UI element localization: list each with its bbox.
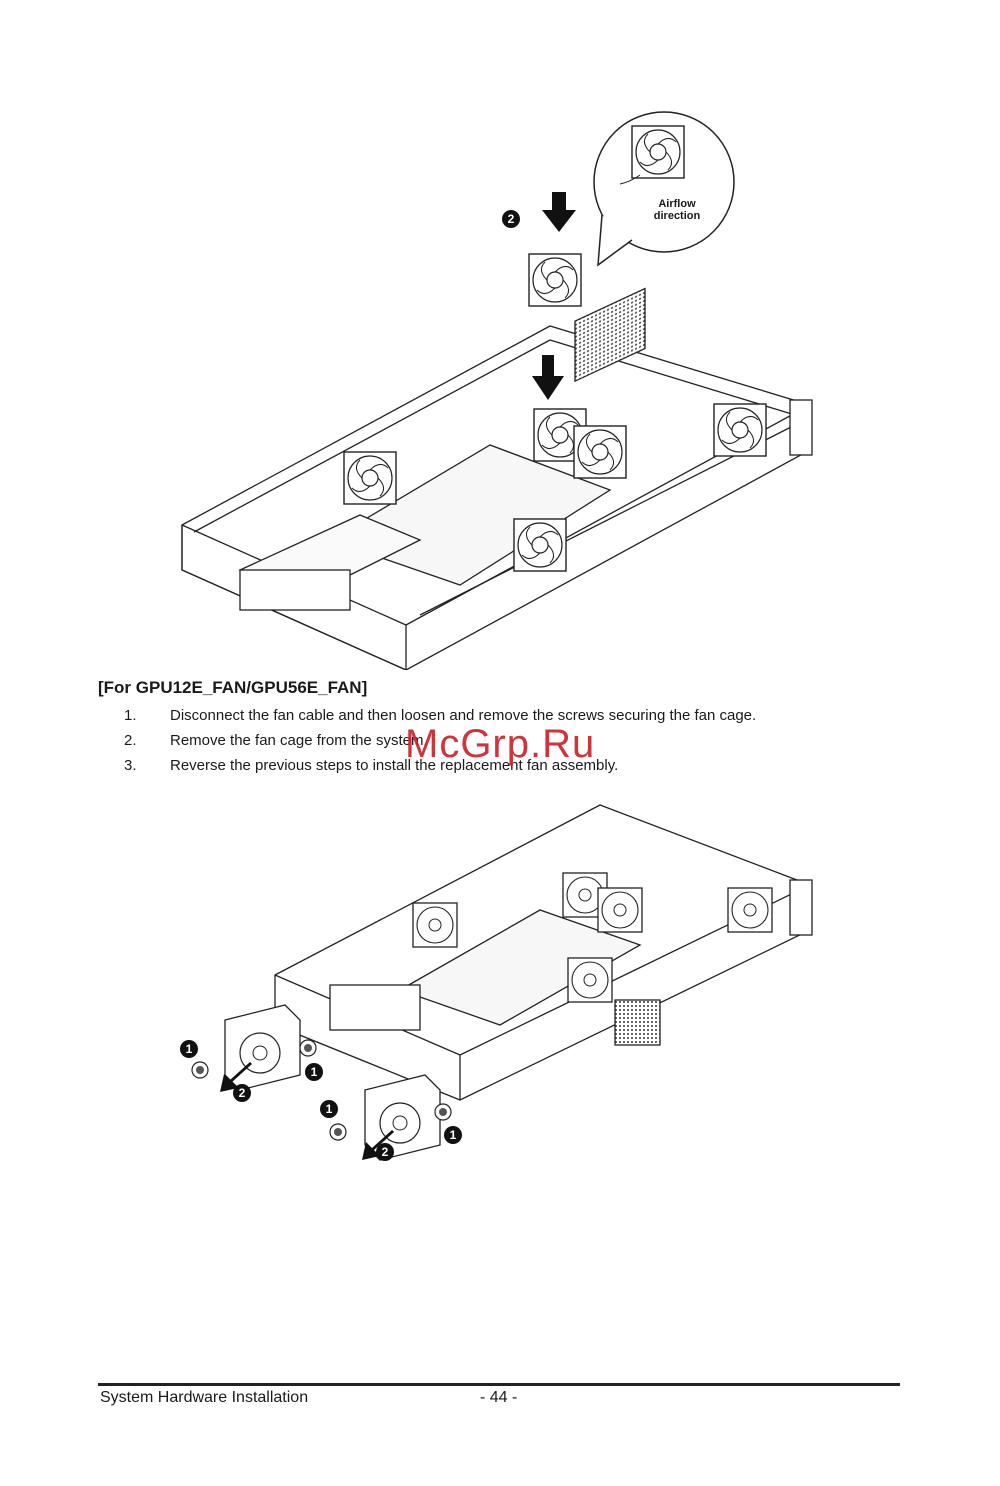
- figure-fan-cage-removal: 1 2 1 1 1 2: [170, 800, 840, 1170]
- step-number: 3.: [124, 757, 137, 774]
- step-1-badge: 1: [320, 1100, 338, 1118]
- step-text: Reverse the previous steps to install th…: [170, 757, 619, 774]
- list-item: 3. Reverse the previous steps to install…: [124, 756, 756, 781]
- step-number: 1.: [124, 707, 137, 724]
- step-2-badge: 2: [233, 1084, 251, 1102]
- figure-fan-install: 2 Airflow direction: [170, 100, 840, 671]
- footer-section-title: System Hardware Installation: [100, 1389, 309, 1406]
- list-item: 2. Remove the fan cage from the system.: [124, 731, 756, 756]
- server-chassis-illustration-2: [191, 804, 813, 1161]
- replacement-fan-icon: [528, 253, 582, 307]
- chassis-fan-icon: [343, 451, 397, 505]
- step-1-badge: 1: [305, 1063, 323, 1081]
- page-number: - 44 -: [480, 1389, 518, 1406]
- step-2-badge: 2: [502, 210, 520, 228]
- step-1-badge: 1: [444, 1126, 462, 1144]
- airflow-direction-label: Airflow direction: [653, 198, 701, 222]
- server-chassis-illustration: [181, 111, 813, 671]
- step-2-badge: 2: [376, 1143, 394, 1161]
- step-text: Disconnect the fan cable and then loosen…: [170, 707, 757, 724]
- step-1-badge: 1: [180, 1040, 198, 1058]
- list-item: 1. Disconnect the fan cable and then loo…: [124, 706, 756, 731]
- step-text: Remove the fan cage from the system.: [170, 732, 428, 749]
- section-heading: [For GPU12E_FAN/GPU56E_FAN]: [98, 678, 368, 697]
- watermark: McGrp.Ru: [405, 722, 596, 766]
- step-list: 1. Disconnect the fan cable and then loo…: [124, 706, 756, 781]
- step-number: 2.: [124, 732, 137, 749]
- footer-rule: [98, 1383, 900, 1386]
